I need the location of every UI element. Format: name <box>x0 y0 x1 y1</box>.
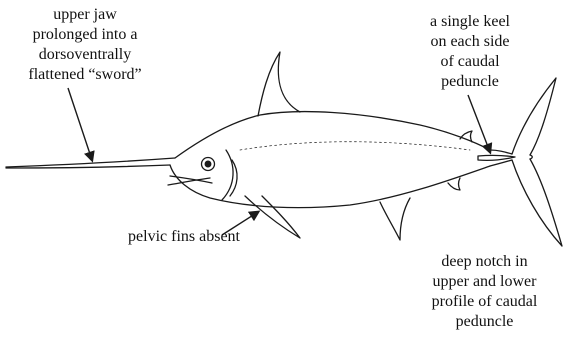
keel-label-line: a single keel <box>400 12 540 32</box>
body-upper-profile <box>175 112 490 158</box>
mouth-line <box>170 176 212 183</box>
sword-label-line: upper jaw <box>0 5 170 25</box>
sword-label-line: prolonged into a <box>0 25 170 45</box>
peduncle-upper <box>490 150 512 154</box>
lateral-line <box>240 142 470 150</box>
body-lower-profile <box>170 165 490 208</box>
sword-label-line: dorsoventrally <box>0 45 170 65</box>
pelvic-label-line: pelvic fins absent <box>0 227 240 247</box>
keel-label-line: of caudal <box>400 52 540 72</box>
gill-cover <box>222 150 233 200</box>
gill-inner <box>230 160 237 196</box>
keel-label-line: peduncle <box>400 72 540 92</box>
notch-label-line: deep notch in <box>400 252 569 272</box>
sword-label: upper jaw prolonged into a dorsoventrall… <box>0 5 170 85</box>
notch-label-line: upper and lower <box>400 272 569 292</box>
sword-arrow <box>68 88 92 160</box>
notch-label-line: peduncle <box>400 312 569 332</box>
anal-fin <box>380 198 410 240</box>
dorsal-fin <box>258 52 300 116</box>
keel-arrow <box>468 95 490 152</box>
pelvic-fins-label: pelvic fins absent <box>0 227 240 247</box>
caudal-fin-trailing-edge <box>530 155 532 159</box>
pectoral-fin <box>245 196 300 238</box>
sword-label-line: flattened “sword” <box>0 65 170 85</box>
keel-label-line: on each side <box>400 32 540 52</box>
keel-label: a single keel on each side of caudal ped… <box>400 12 540 92</box>
caudal-keel <box>478 155 515 160</box>
notch-label: deep notch in upper and lower profile of… <box>400 252 569 332</box>
peduncle-lower <box>490 160 512 166</box>
caudal-fin-lower-lobe <box>512 159 562 246</box>
notch-label-line: profile of caudal <box>400 292 569 312</box>
eye-pupil <box>205 161 211 167</box>
